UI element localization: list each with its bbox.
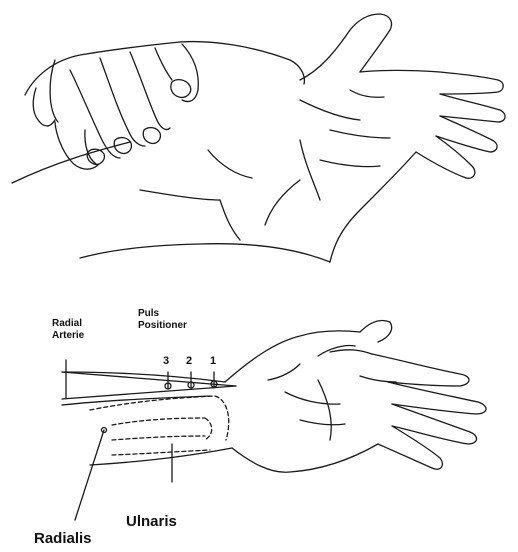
puls-label-line1: Puls	[138, 308, 187, 320]
top-hand-illustration	[12, 14, 505, 262]
pulse-position-2: 2	[186, 355, 192, 367]
pulse-position-3: 3	[163, 355, 169, 367]
radial-artery-label: Radial Arterie	[52, 318, 84, 342]
radial-label-line2: Arterie	[52, 330, 84, 342]
radial-label-line1: Radial	[52, 318, 84, 330]
pulse-position-1: 1	[210, 355, 216, 367]
bottom-wrist-illustration	[62, 320, 486, 520]
pulse-positions-label: Puls Positioner	[138, 308, 187, 332]
radialis-label: Radialis	[34, 530, 92, 547]
puls-label-line2: Positioner	[138, 320, 187, 332]
ulnaris-label: Ulnaris	[126, 513, 177, 530]
